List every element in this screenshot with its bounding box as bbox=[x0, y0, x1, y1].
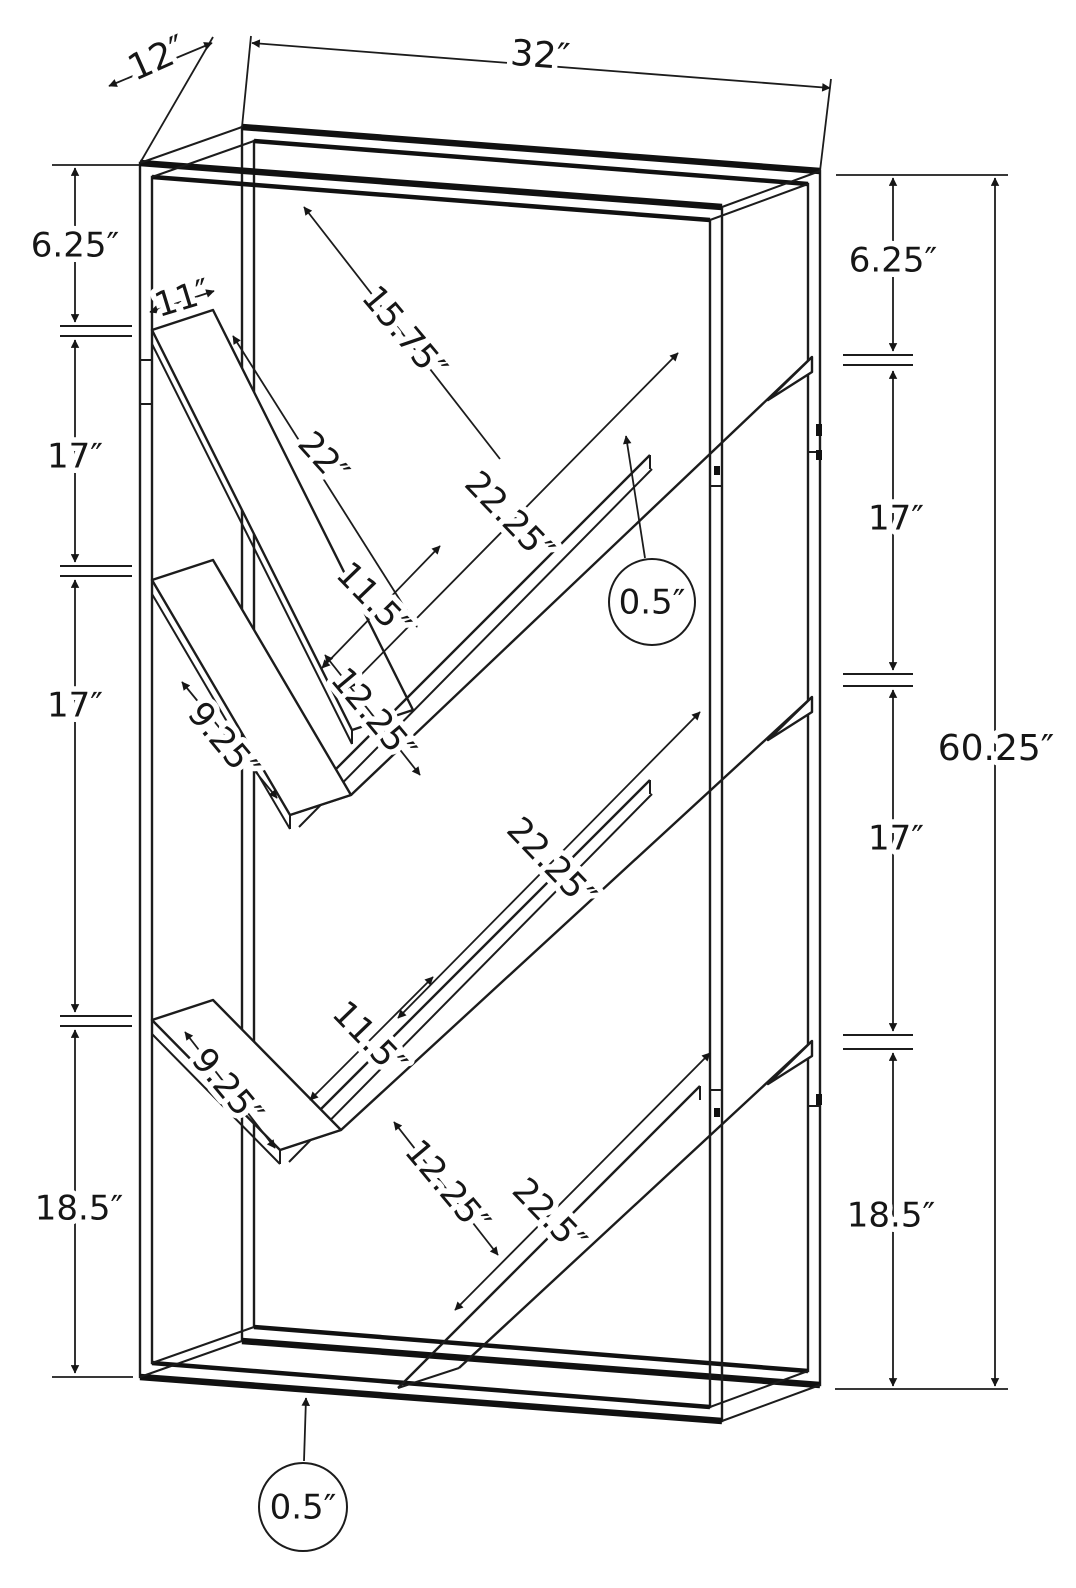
dim-label-right-17a: 17″ bbox=[868, 499, 924, 539]
dim-label-left-17a: 17″ bbox=[47, 437, 103, 477]
back-frame bbox=[240, 123, 822, 1389]
frame-depth-rails bbox=[139, 126, 821, 1422]
dim-label-shelf-115b: 11.5″ bbox=[324, 993, 414, 1084]
dim-label-shelf-1575: 15.75″ bbox=[353, 278, 454, 388]
callout-label-bottom-05: 0.5″ bbox=[270, 1488, 337, 1528]
dim-label-right-17b: 17″ bbox=[868, 819, 924, 859]
dim-chain-right bbox=[835, 174, 1008, 1390]
dim-label-left-625: 6.25″ bbox=[31, 226, 119, 266]
callout-top-thickness bbox=[608, 435, 696, 646]
callout-label-top-05: 0.5″ bbox=[619, 583, 686, 623]
frame-joint-marks bbox=[140, 359, 822, 1117]
dim-overall-width bbox=[241, 35, 832, 172]
dim-label-left-17b: 17″ bbox=[47, 686, 103, 726]
dim-label-depth-12: 12″ bbox=[122, 28, 193, 90]
dim-chain-left bbox=[52, 164, 140, 1378]
dim-label-shelf-1225b: 12.25″ bbox=[396, 1132, 497, 1242]
callout-bottom-thickness bbox=[258, 1397, 348, 1552]
dim-overall-depth bbox=[108, 36, 214, 164]
dim-label-width-32: 32″ bbox=[509, 33, 571, 79]
dim-label-right-625: 6.25″ bbox=[849, 241, 937, 281]
dim-label-shelf-2225a: 22.25″ bbox=[456, 463, 561, 570]
dim-label-right-185: 18.5″ bbox=[847, 1196, 935, 1236]
dim-shelf-lines bbox=[149, 206, 711, 1311]
dim-label-left-185: 18.5″ bbox=[35, 1189, 123, 1229]
dim-label-height-6025: 60.25″ bbox=[938, 728, 1055, 769]
